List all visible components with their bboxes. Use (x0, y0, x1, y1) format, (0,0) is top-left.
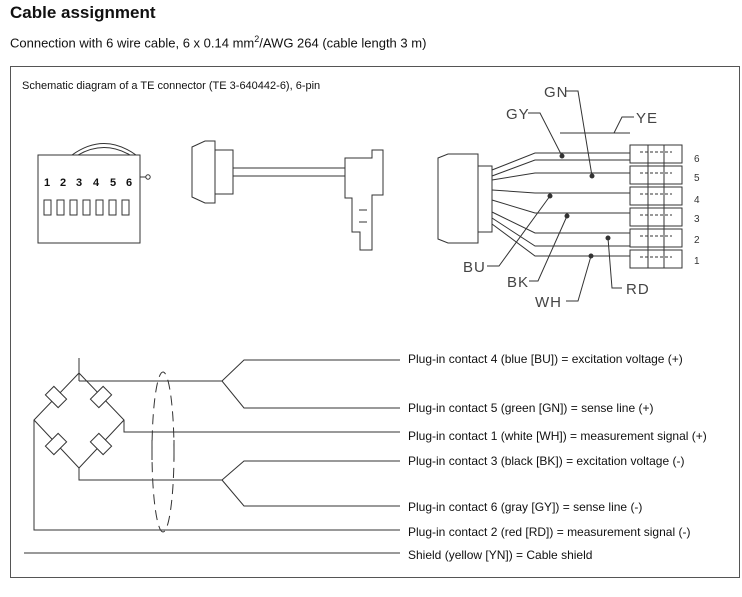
contact-label-rd: Plug-in contact 2 (red [RD]) = measureme… (408, 525, 691, 539)
diagram-frame (10, 66, 740, 578)
plug-digit-1: 1 (44, 177, 50, 189)
wire-label-rd: RD (626, 281, 650, 298)
connector-rear-view (437, 90, 683, 302)
connector-side-view (191, 140, 384, 251)
pin-number-1: 1 (694, 256, 700, 267)
plug-digit-2: 2 (60, 177, 66, 189)
pin-number-5: 5 (694, 173, 700, 184)
contact-label-shield: Shield (yellow [YN]) = Cable shield (408, 548, 593, 562)
plug-digit-3: 3 (76, 177, 82, 189)
contact-label-gy: Plug-in contact 6 (gray [GY]) = sense li… (408, 500, 643, 514)
wire-label-bu: BU (463, 259, 486, 276)
contact-label-gn: Plug-in contact 5 (green [GN]) = sense l… (408, 401, 654, 415)
contact-label-bu: Plug-in contact 4 (blue [BU]) = excitati… (408, 352, 683, 366)
wire-label-ye: YE (636, 110, 658, 127)
schematic-caption: Schematic diagram of a TE connector (TE … (22, 80, 321, 92)
wire-label-gn: GN (544, 84, 569, 101)
pin-number-3: 3 (694, 214, 700, 225)
section-title: Cable assignment (10, 3, 156, 22)
pin-number-4: 4 (694, 195, 700, 206)
wire-label-bk: BK (507, 274, 529, 291)
cable-spec-main: Connection with 6 wire cable, 6 x 0.14 m… (10, 35, 255, 51)
plug-digit-4: 4 (93, 177, 100, 189)
connector-front-view (37, 143, 151, 244)
terminal-blocks (629, 144, 683, 269)
connector-contact-slots (43, 199, 130, 216)
cable-spec-superscript: 2 (254, 34, 260, 44)
cable-spec: Connection with 6 wire cable, 6 x 0.14 m… (10, 34, 426, 50)
wheatstone-bridge (24, 358, 400, 554)
contact-label-wh: Plug-in contact 1 (white [WH]) = measure… (408, 429, 707, 443)
plug-digit-6: 6 (126, 177, 132, 189)
pin-number-6: 6 (694, 154, 700, 165)
plug-digit-5: 5 (110, 177, 116, 189)
pin-number-2: 2 (694, 235, 700, 246)
cable-spec-tail: /AWG 264 (cable length 3 m) (259, 35, 427, 51)
wire-label-gy: GY (506, 106, 530, 123)
connector-pin-digits: 1 2 3 4 5 6 (44, 177, 132, 189)
contact-label-bk: Plug-in contact 3 (black [BK]) = excitat… (408, 454, 685, 468)
wire-label-wh: WH (535, 294, 562, 311)
